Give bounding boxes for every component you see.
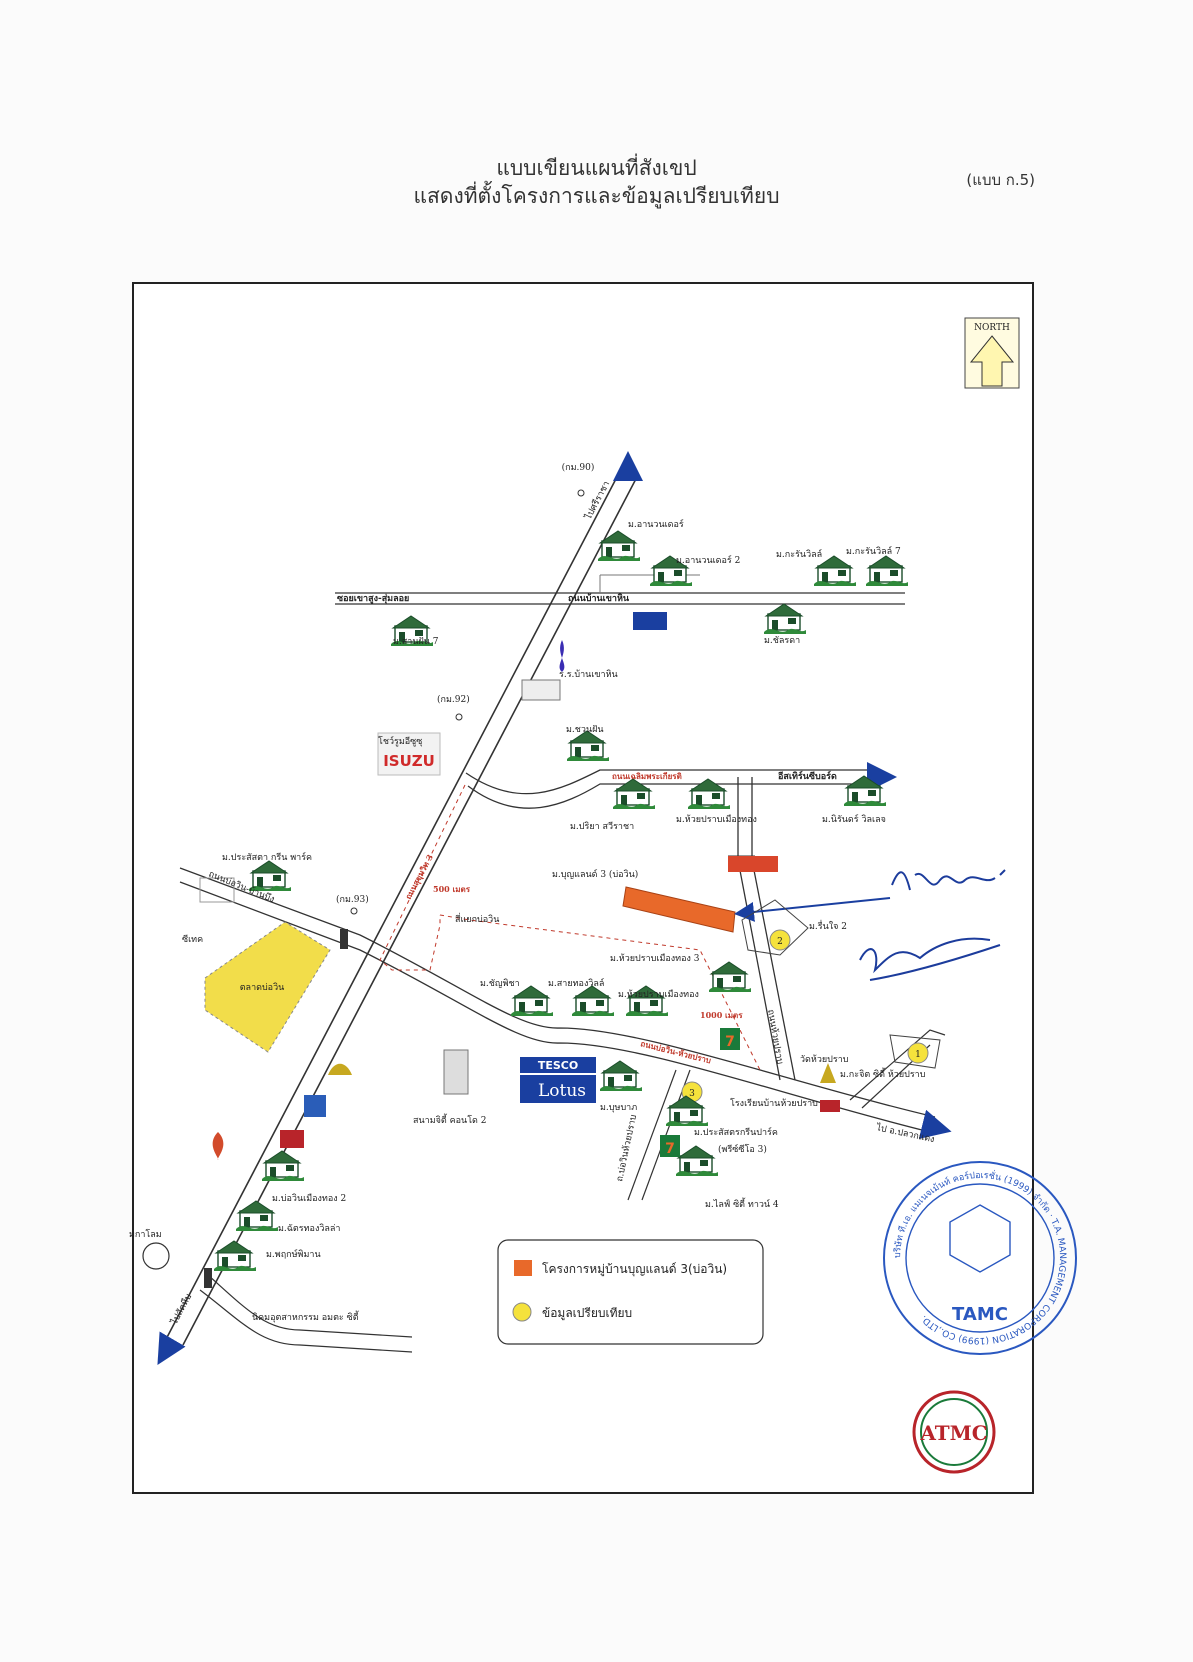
label-m-saithong: ม.สายทองวิลล์ bbox=[548, 977, 604, 989]
label-m-prasat-green-sub: (พรีซ์ซีโอ 3) bbox=[718, 1143, 767, 1155]
legend-comparable-label: ข้อมูลเปรียบเทียบ bbox=[542, 1306, 632, 1321]
bank-logo-icon bbox=[212, 1132, 224, 1160]
svg-text:TESCO: TESCO bbox=[538, 1059, 578, 1072]
label-m-lifecity4: ม.ไลฟ์ ซิตี้ ทาวน์ 4 bbox=[705, 1197, 779, 1210]
map-legend: โครงการหมู่บ้านบุญแลนด์ 3(บ่อวิน) ข้อมูล… bbox=[497, 1239, 764, 1345]
label-dist-500: 500 เมตร bbox=[433, 884, 471, 894]
label-isuzu-dealer: โชว์รูมอีซูซุ bbox=[378, 735, 422, 747]
label-m-anawonder2: ม.อานวนเดอร์ 2 bbox=[676, 554, 740, 566]
label-m-boonnak: ม.บุษบาภ bbox=[600, 1103, 637, 1113]
label-m-krawinvilla7: ม.กะรันวิลล์ 7 bbox=[846, 545, 901, 557]
comparable-2-marker: 2 bbox=[741, 899, 809, 956]
seven-eleven-label: 7 bbox=[725, 1034, 735, 1050]
bank-logo-icon bbox=[328, 1063, 352, 1075]
seven-eleven-icon bbox=[720, 1028, 740, 1050]
label-m-prasat-green: ม.ประสัสตรกรีนปาร์ค bbox=[694, 1126, 778, 1138]
road-sukhumvit bbox=[162, 474, 639, 1346]
label-school: ร.ร.บ้านเขาหิน bbox=[559, 669, 618, 680]
km-marker-icon bbox=[455, 713, 463, 721]
svg-text:1: 1 bbox=[915, 1050, 921, 1060]
signature-2 bbox=[859, 937, 1001, 981]
legend-project-label: โครงการหมู่บ้านบุญแลนด์ 3(บ่อวิน) bbox=[542, 1262, 727, 1277]
svg-text:2: 2 bbox=[777, 937, 783, 947]
label-km90: (กม.90) bbox=[562, 462, 595, 473]
label-m-boonland3: ม.บุญแลนด์ 3 (บ่อวิน) bbox=[552, 868, 638, 880]
road-bankhaohin bbox=[335, 574, 905, 605]
label-m-huaypong3: ม.ห้วยปราบเมืองทอง 3 bbox=[610, 953, 700, 964]
label-m-kratchit: ม.กะจิต ซิตี้ ห้วยปราบ bbox=[840, 1067, 926, 1080]
label-m-huaypong: ม.ห้วยปราบเมืองทอง bbox=[676, 814, 757, 825]
label-m-sannern7: ม.สานฝัน 7 bbox=[393, 637, 439, 647]
road-bowin-huaypong bbox=[179, 867, 936, 1133]
legend-project-swatch bbox=[514, 1260, 532, 1276]
label-wat-huaypong: วัดห้วยปราบ bbox=[800, 1054, 849, 1065]
traffic-light-icon bbox=[204, 1268, 212, 1288]
label-m-chatthong: ม.ฉัตรทองวิลล่า bbox=[278, 1223, 340, 1234]
seven-eleven-icon bbox=[660, 1135, 680, 1157]
km-marker-icon bbox=[577, 489, 585, 497]
school-icon bbox=[820, 1100, 840, 1112]
svg-text:TAMC: TAMC bbox=[952, 1304, 1008, 1325]
label-m-ruanthong2: ม.รื่นใจ 2 bbox=[809, 919, 847, 932]
label-m-bowin-thong2: ม.บ่อวินเมืองทอง 2 bbox=[272, 1193, 346, 1204]
label-road-chaloem: ถนนเฉลิมพระเกียรติ bbox=[612, 771, 682, 781]
comparable-1-marker: 1 bbox=[889, 1034, 941, 1069]
title-line-1: แบบเขียนแผนที่สังเขป bbox=[496, 156, 697, 180]
label-km-left: มกาโลม bbox=[129, 1229, 162, 1240]
label-m-pruksa: ม.พฤกษ์พิมาน bbox=[266, 1248, 321, 1260]
seven-eleven-label: 7 bbox=[665, 1141, 675, 1157]
svg-text:3: 3 bbox=[689, 1089, 695, 1099]
label-m-huaypong-b: ม.ห้วยปราบเมืองทอง bbox=[618, 989, 699, 1000]
legend-comparable-swatch bbox=[512, 1302, 532, 1322]
label-m-anawonder: ม.อานวนเดอร์ bbox=[628, 518, 684, 530]
project-parcel bbox=[622, 886, 736, 933]
zipmex-building bbox=[199, 877, 235, 903]
svg-text:Lotus: Lotus bbox=[538, 1081, 586, 1101]
bank-logo-icon bbox=[304, 1095, 326, 1117]
market-label: ตลาดบ่อวิน bbox=[240, 982, 285, 993]
form-number: (แบบ ก.5) bbox=[966, 171, 1035, 189]
label-km93: (กม.93) bbox=[336, 894, 369, 905]
condo-building-icon bbox=[443, 1049, 469, 1095]
label-m-chonlada: ม.ชัลรดา bbox=[764, 636, 800, 646]
project-pointer-arrow bbox=[734, 897, 891, 922]
temple-icon bbox=[820, 1063, 836, 1083]
label-eastern-seaboard: อีสเทิร์นซีบอร์ด bbox=[777, 770, 837, 782]
north-arrow-icon: NORTH bbox=[964, 317, 1020, 389]
atmc-logo: ATMC bbox=[912, 1390, 996, 1474]
bank-logo-icon bbox=[559, 640, 565, 672]
label-road-bankhaohin: ถนนบ้านเขาหิน bbox=[568, 593, 630, 604]
label-dist-1000: 1000 เมตร bbox=[700, 1010, 743, 1020]
isuzu-sign bbox=[377, 732, 441, 776]
traffic-light-icon bbox=[340, 929, 348, 949]
label-stadium: สนามจิตี้ คอนโด 2 bbox=[413, 1113, 486, 1126]
svg-text:NORTH: NORTH bbox=[974, 323, 1010, 333]
label-school-huaypong: โรงเรียนบ้านห้วยปราบ bbox=[730, 1098, 818, 1109]
signature-1 bbox=[891, 869, 1006, 891]
label-m-prasatta-green: ม.ประสัสตา กรีน พาร์ค bbox=[222, 851, 312, 863]
label-m-chawnfan: ม.ชวนฝัน bbox=[566, 725, 604, 735]
label-zipmex: ซีเทค bbox=[182, 934, 203, 945]
label-intersection: สี่แยกบ่อวิน bbox=[455, 912, 499, 925]
label-m-krawinvilla: ม.กะรันวิลล์ bbox=[776, 548, 822, 560]
svg-text:ISUZU: ISUZU bbox=[383, 752, 435, 770]
bank-logo-icon bbox=[280, 1130, 304, 1148]
label-soi-khao: ซอยเขาสูง-สุ่มลอย bbox=[337, 593, 409, 604]
km-marker-icon bbox=[350, 907, 358, 915]
tesco-lotus-logo: TESCO Lotus bbox=[520, 1057, 596, 1103]
school-building-icon bbox=[521, 679, 561, 701]
shop-sign-icon bbox=[633, 612, 667, 630]
road-eastern-seaboard bbox=[465, 769, 880, 809]
label-industrial: นิคมอุตสาหกรรม อมตะ ซิตี้ bbox=[252, 1310, 360, 1323]
title-line-2: แสดงที่ตั้งโครงการและข้อมูลเปรียบเทียบ bbox=[413, 184, 780, 208]
label-m-pariya: ม.ปริยา สวีราชา bbox=[570, 821, 634, 832]
svg-text:ATMC: ATMC bbox=[919, 1421, 987, 1445]
market-area bbox=[204, 921, 331, 1053]
roundabout-icon bbox=[142, 1242, 170, 1270]
sales-office-sign bbox=[728, 856, 778, 872]
label-m-chanpicha: ม.ชัญพิชา bbox=[480, 978, 520, 989]
label-km92: (กม.92) bbox=[437, 694, 470, 705]
label-m-nirunville: ม.นิรันดร์ วิลเลจ bbox=[822, 813, 886, 825]
